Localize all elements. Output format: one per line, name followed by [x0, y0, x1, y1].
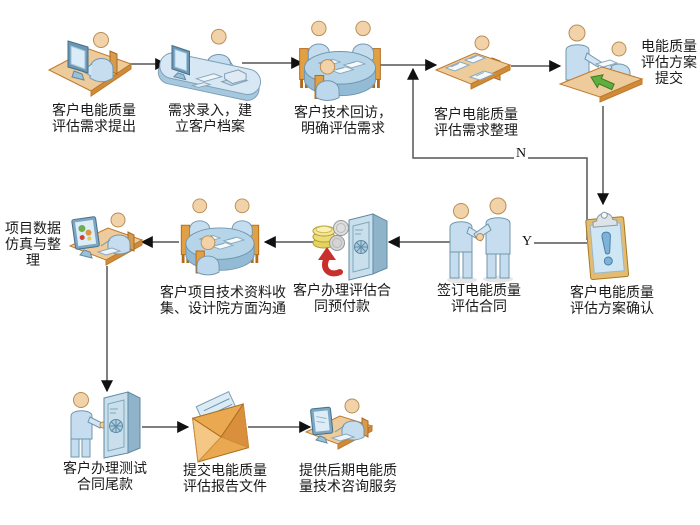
node-label-submit-plan: 电能质量 评估方案 提交 [641, 40, 697, 87]
flow-node-report [189, 388, 251, 466]
node-label-sign-contract: 签订电能质量 评估合同 [437, 284, 521, 315]
reception-desk-icon [157, 28, 261, 101]
person-at-laptop-icon [304, 398, 374, 450]
computer-chart-icon [68, 212, 144, 266]
envelope-icon [191, 391, 250, 464]
flow-node-confirm-plan [583, 204, 633, 284]
clipboard-alert-icon [585, 211, 630, 280]
flow-node-final-payment [66, 390, 144, 462]
flow-node-entry [157, 26, 263, 106]
plan-handover-desk-icon [558, 24, 644, 103]
node-label-entry: 需求录入，建 立客户档案 [168, 104, 252, 135]
decision-label-yes: Y [520, 234, 535, 249]
flow-node-organize [434, 32, 512, 100]
flow-node-consulting [304, 394, 374, 458]
node-label-prepayment: 客户办理评估合 同预付款 [293, 284, 391, 315]
flow-node-submit-plan [556, 22, 644, 112]
node-label-final-payment: 客户办理测试 合同尾款 [63, 462, 147, 493]
node-label-consulting: 提供后期电能质 量技术咨询服务 [299, 464, 397, 495]
flow-node-visit [286, 14, 394, 112]
node-label-visit: 客户技术回访， 明确评估需求 [294, 106, 392, 137]
flow-node-prepayment [309, 210, 395, 284]
node-label-organize: 客户电能质量 评估需求整理 [434, 108, 518, 139]
handshake-icon [447, 197, 513, 284]
flow-node-request [46, 28, 134, 98]
flow-node-collect-data [168, 192, 272, 286]
flow-node-sign-contract [442, 196, 520, 284]
decision-label-no: N [514, 146, 529, 161]
person-at-safe-icon [70, 391, 141, 459]
person-at-computer-icon [47, 32, 133, 97]
flow-node-simulation [68, 206, 144, 272]
safe-coins-icon [312, 213, 388, 281]
node-label-confirm-plan: 客户电能质量 评估方案确认 [570, 286, 654, 317]
node-label-request: 客户电能质量 评估需求提出 [52, 104, 136, 135]
meeting-table-icon [299, 20, 381, 101]
node-label-simulation: 项目数据 仿真与整 理 [5, 222, 61, 269]
node-label-report: 提交电能质量 评估报告文件 [183, 464, 267, 495]
meeting-table-icon [180, 198, 260, 276]
document-desk-icon [434, 35, 512, 90]
node-label-collect-data: 客户项目技术资料收 集、设计院方面沟通 [160, 286, 286, 317]
